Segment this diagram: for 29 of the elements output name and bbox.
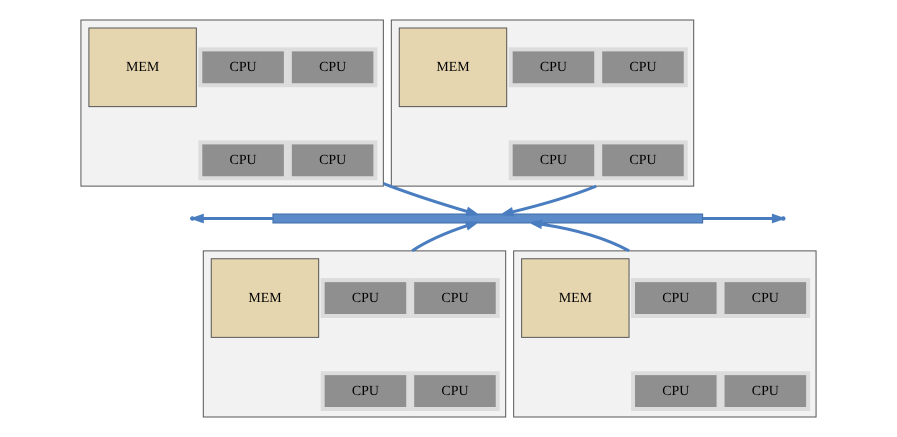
cluster bbox=[390, 20, 694, 187]
node-box: MEM bbox=[88, 28, 197, 108]
arrow bbox=[528, 219, 630, 252]
node-box: MEM bbox=[521, 258, 630, 338]
arrow bbox=[382, 182, 480, 216]
node-box: MEM bbox=[398, 28, 508, 108]
node-bar bbox=[272, 214, 704, 224]
node-box: CPU bbox=[410, 278, 500, 318]
cluster bbox=[80, 20, 384, 187]
node-box: CPU bbox=[720, 278, 810, 318]
node-box: CPU bbox=[508, 140, 598, 180]
cluster bbox=[513, 250, 817, 418]
node-box: CPU bbox=[288, 47, 378, 88]
cluster bbox=[202, 250, 506, 418]
node-box: CPU bbox=[198, 47, 288, 88]
node-box: CPU bbox=[720, 371, 810, 411]
node-box: CPU bbox=[198, 140, 288, 180]
node-box: MEM bbox=[210, 258, 320, 338]
node-box: CPU bbox=[598, 47, 688, 88]
node-box: CPU bbox=[320, 278, 410, 318]
arrow bbox=[500, 184, 597, 217]
node-box: CPU bbox=[631, 278, 721, 318]
node-box: CPU bbox=[598, 140, 688, 180]
node-box: CPU bbox=[508, 47, 598, 88]
arrow bbox=[411, 221, 480, 252]
node-box: CPU bbox=[288, 140, 378, 180]
node-box: CPU bbox=[410, 371, 500, 411]
node-box: CPU bbox=[631, 371, 721, 411]
node-box: CPU bbox=[320, 371, 410, 411]
